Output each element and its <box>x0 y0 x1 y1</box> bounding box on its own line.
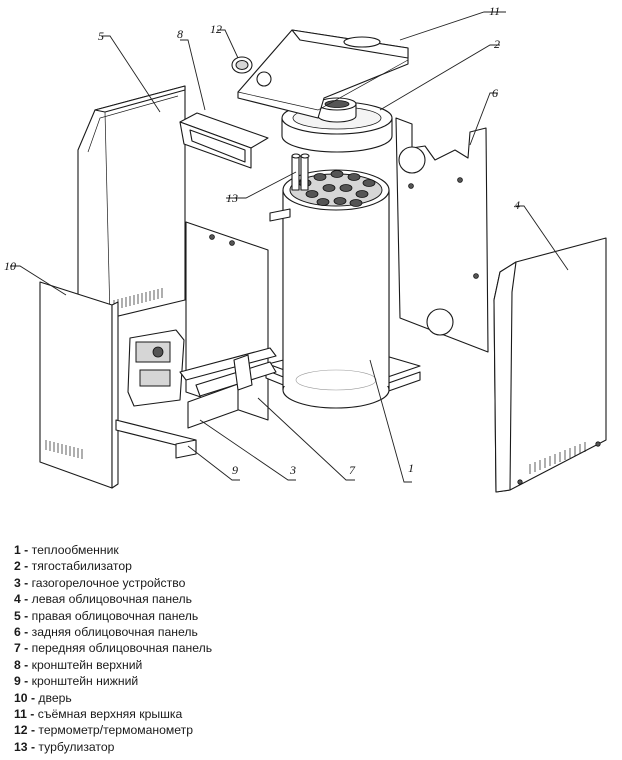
legend-item-separator: - <box>20 575 32 590</box>
callout-10: 10 <box>4 259 16 273</box>
legend-item-text: турбулизатор <box>38 739 115 754</box>
callout-9: 9 <box>232 463 238 477</box>
legend-item-separator: - <box>20 543 32 557</box>
legend-item-text: кронштейн верхний <box>31 657 143 672</box>
callout-6: 6 <box>492 86 498 100</box>
callout-12: 12 <box>210 22 222 36</box>
legend-item-number: 8 <box>14 657 21 672</box>
legend-item-separator: - <box>20 592 32 607</box>
legend-item-number: 4 <box>14 592 21 607</box>
legend-item-separator: - <box>20 641 32 656</box>
thermometer <box>231 56 253 74</box>
legend-item: 2 - тягостабилизатор <box>14 558 434 574</box>
legend-item-separator: - <box>20 559 32 574</box>
legend-item-text: правая облицовочная панель <box>31 608 199 623</box>
heat-exchanger <box>265 169 421 409</box>
legend-item-text: термометр/термоманометр <box>38 723 193 738</box>
legend-item-separator: - <box>27 723 39 738</box>
rear-cladding-panel <box>395 117 489 353</box>
callout-5: 5 <box>98 29 104 43</box>
turbulator <box>291 153 310 191</box>
legend-item-text: тягостабилизатор <box>31 559 132 574</box>
upper-bracket <box>179 112 269 169</box>
callout-3: 3 <box>289 463 296 477</box>
callout-7: 7 <box>349 463 356 477</box>
gas-burner-device <box>127 329 277 429</box>
legend-item-number: 7 <box>14 641 21 656</box>
legend-item-separator: - <box>20 608 32 623</box>
legend-item-number: 1 <box>14 543 21 557</box>
legend-item-text: передняя облицовочная панель <box>31 641 213 656</box>
legend-item: 10 - дверь <box>14 690 434 706</box>
legend-item-separator: - <box>27 739 39 754</box>
callout-1: 1 <box>408 461 414 475</box>
legend-item-separator: - <box>20 674 32 689</box>
legend-item-number: 11 <box>14 707 27 722</box>
legend-item-separator: - <box>20 657 32 672</box>
legend-item: 13 - турбулизатор <box>14 739 434 755</box>
right-cladding-panel <box>77 85 186 331</box>
door <box>39 281 119 489</box>
legend-item: 4 - левая облицовочная панель <box>14 591 434 607</box>
legend-item-number: 3 <box>14 575 21 590</box>
vent-slots-10 <box>45 440 83 459</box>
legend-item: 3 - газогорелочное устройство <box>14 575 434 591</box>
legend-item-number: 2 <box>14 559 21 574</box>
legend-item-number: 5 <box>14 608 21 623</box>
callout-11: 11 <box>489 4 500 18</box>
legend-item-text: левая облицовочная панель <box>31 592 193 607</box>
callout-8: 8 <box>177 27 183 41</box>
left-cladding-panel <box>493 237 607 493</box>
callout-2: 2 <box>494 37 500 51</box>
legend-item-separator: - <box>26 707 38 722</box>
legend-item-text: съёмная верхняя крышка <box>37 707 183 722</box>
legend-item-text: задняя облицовочная панель <box>31 625 198 640</box>
legend-item: 11 - съёмная верхняя крышка <box>14 706 434 722</box>
legend-item-text: дверь <box>38 690 72 705</box>
legend-item: 1 - теплообменник <box>14 542 434 558</box>
legend-item-text: газогорелочное устройство <box>31 575 186 590</box>
legend-item: 8 - кронштейн верхний <box>14 657 434 673</box>
legend-item-number: 10 <box>14 690 28 705</box>
legend-item-text: кронштейн нижний <box>31 674 139 689</box>
callout-4: 4 <box>514 198 520 212</box>
legend-item: 7 - передняя облицовочная панель <box>14 640 434 656</box>
legend-item-number: 12 <box>14 723 28 738</box>
removable-top-cover <box>237 29 409 119</box>
legend-item-number: 6 <box>14 625 21 640</box>
legend-item: 5 - правая облицовочная панель <box>14 608 434 624</box>
leader-lines <box>10 11 569 483</box>
legend-item-separator: - <box>20 625 32 640</box>
legend-item-number: 13 <box>14 739 28 754</box>
legend-item-separator: - <box>27 690 39 705</box>
legend-item: 12 - термометр/термоманометр <box>14 722 434 738</box>
legend-item-number: 9 <box>14 674 21 689</box>
legend-item: 9 - кронштейн нижний <box>14 673 434 689</box>
legend-item-text: теплообменник <box>31 543 119 557</box>
vent-slots-4 <box>529 442 586 474</box>
lower-bracket <box>115 419 197 459</box>
callout-13: 13 <box>226 191 238 205</box>
exploded-boiler-diagram: 5 8 12 11 2 6 4 10 13 1 7 3 9 <box>4 4 607 493</box>
legend-item: 6 - задняя облицовочная панель <box>14 624 434 640</box>
